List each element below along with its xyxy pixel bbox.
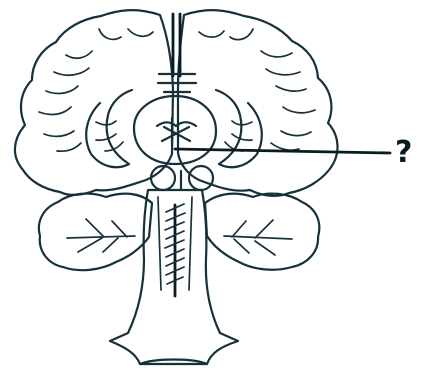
right-inner-folds	[225, 121, 252, 151]
question-mark-label: ?	[395, 138, 412, 168]
right-temporal-arc	[216, 90, 262, 167]
cortical-sulci-left	[39, 29, 153, 151]
pituitary-stalk-marks	[157, 118, 196, 145]
left-cerebellar-branches	[67, 219, 135, 252]
right-mammillary-body	[189, 166, 213, 190]
longitudinal-fissure	[173, 14, 180, 76]
left-cerebellar-lobe	[39, 194, 152, 271]
right-cerebellar-branches	[224, 220, 292, 255]
central-hypothalamic-region	[134, 96, 216, 164]
left-temporal-arc	[86, 90, 132, 167]
left-inner-folds	[96, 121, 123, 151]
